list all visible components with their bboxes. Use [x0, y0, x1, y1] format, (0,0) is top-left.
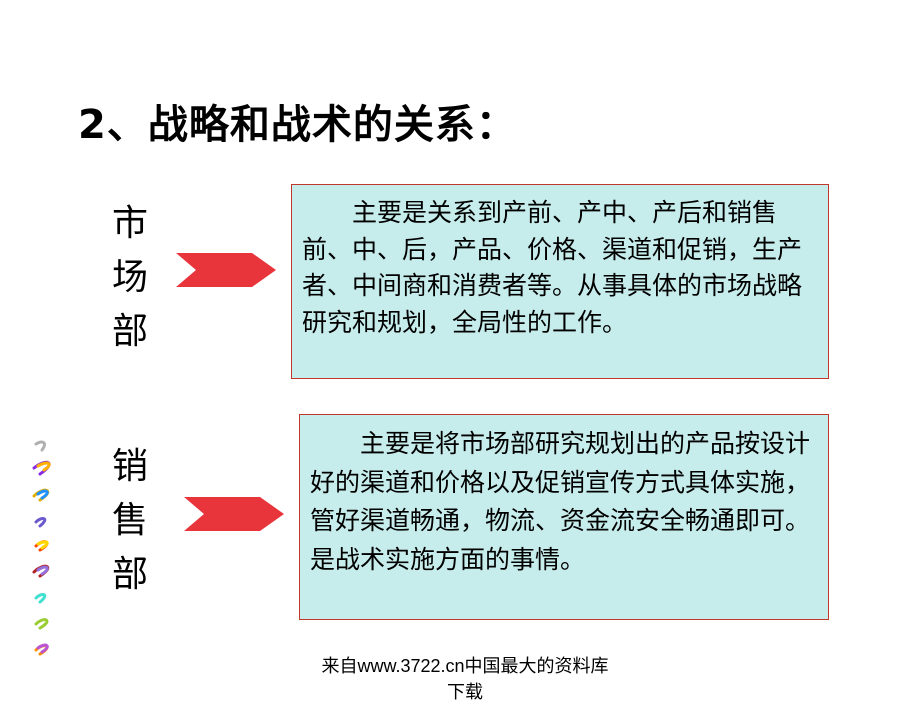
market-label-char: 市 — [111, 203, 148, 244]
chevron-arrow-icon — [176, 253, 276, 287]
market-label-char: 场 — [111, 257, 148, 298]
sales-label-char: 部 — [111, 554, 148, 595]
slide: 2、战略和战术的关系： 市 场 部 主要是关系到产前、产中、产后和销售前、中、后… — [32, 102, 829, 702]
chevron-arrow-icon — [184, 497, 284, 531]
market-description-box: 主要是关系到产前、产中、产后和销售前、中、后，产品、价格、渠道和促销，生产者、中… — [291, 184, 829, 379]
sales-label-char: 售 — [111, 500, 148, 541]
slide-title: 2、战略和战术的关系： — [78, 102, 517, 148]
footer-source-text: 来自www.3722.cn中国最大的资料库下载 — [321, 656, 609, 702]
sales-department-label: 销 售 部 — [108, 440, 152, 602]
market-department-label: 市 场 部 — [108, 197, 152, 359]
sales-label-char: 销 — [111, 446, 148, 487]
sales-description-box: 主要是将市场部研究规划出的产品按设计好的渠道和价格以及促销宣传方式具体实施，管好… — [299, 414, 829, 620]
decorative-ribbon-icon — [32, 440, 51, 656]
market-label-char: 部 — [111, 311, 148, 352]
